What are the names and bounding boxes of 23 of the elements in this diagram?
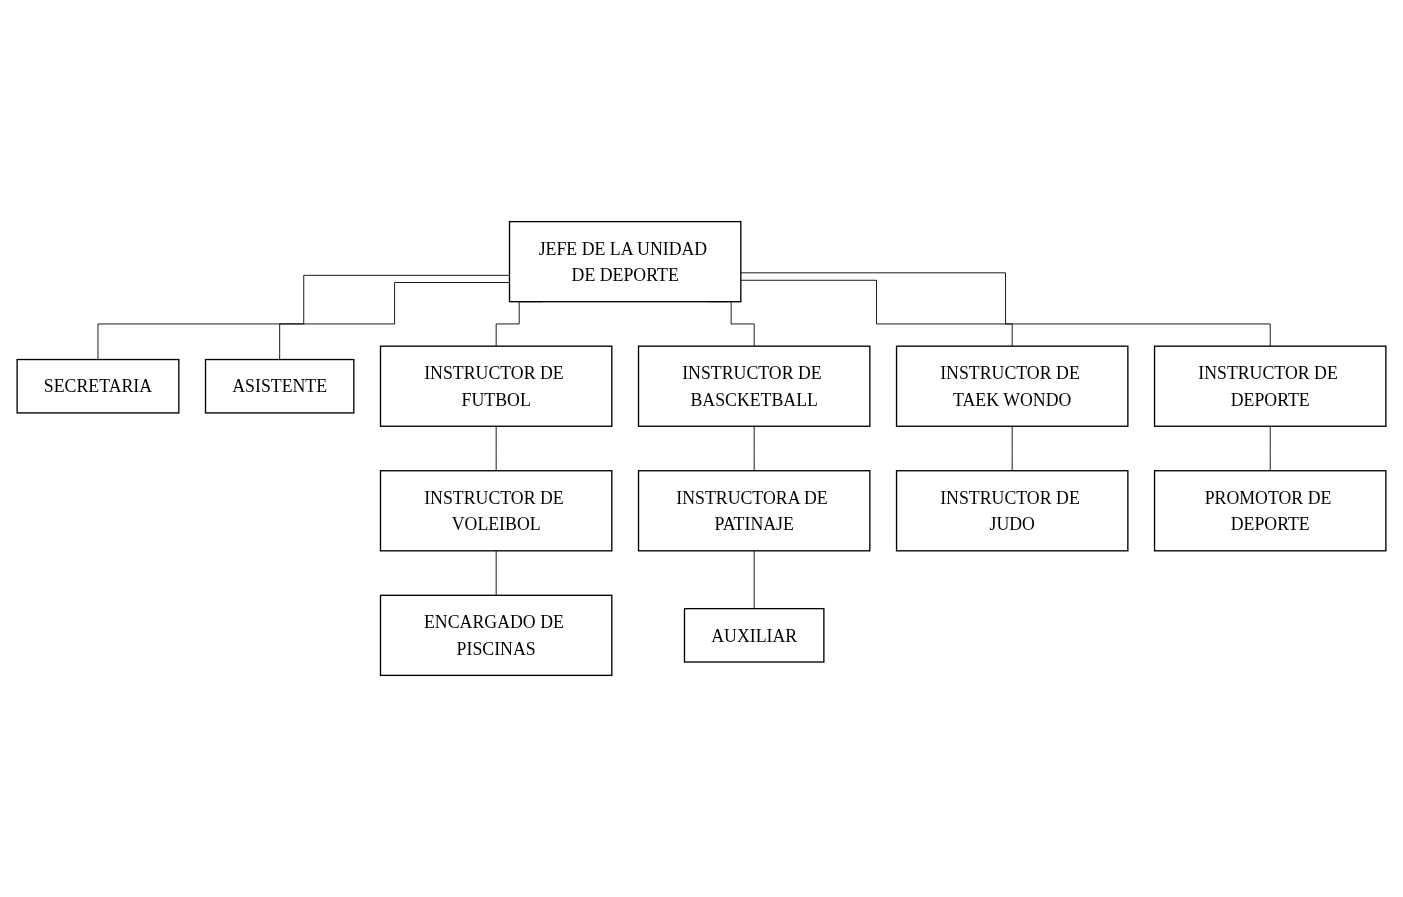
node-box: ENCARGADO DE PISCINAS [379, 594, 613, 677]
node-box: INSTRUCTOR DE DEPORTE [1153, 345, 1387, 427]
node-box: PROMOTOR DE DEPORTE [1153, 470, 1387, 552]
node-box: AUXILIAR [683, 608, 825, 663]
node-box: SECRETARIA [16, 358, 180, 414]
node-box: INSTRUCTOR DE BASCKETBALL [637, 345, 871, 427]
node-box: JEFE DE LA UNIDAD DE DEPORTE [508, 220, 742, 303]
connector [740, 272, 1271, 347]
node-box: INSTRUCTOR DE VOLEIBOL [379, 470, 613, 552]
node-box: ASISTENTE [204, 358, 355, 414]
connector [495, 550, 497, 596]
connector [495, 425, 497, 472]
connector [740, 279, 1013, 347]
connector [753, 550, 755, 610]
node-box: INSTRUCTORA DE PATINAJE [637, 470, 871, 552]
connector [279, 282, 510, 360]
connector [1269, 425, 1271, 472]
connector [1011, 425, 1013, 472]
node-box: INSTRUCTOR DE JUDO [895, 470, 1129, 552]
node-box: INSTRUCTOR DE FUTBOL [379, 345, 613, 427]
connector [97, 274, 510, 360]
node-box: INSTRUCTOR DE TAEK WONDO [895, 345, 1129, 427]
connector [753, 425, 755, 472]
